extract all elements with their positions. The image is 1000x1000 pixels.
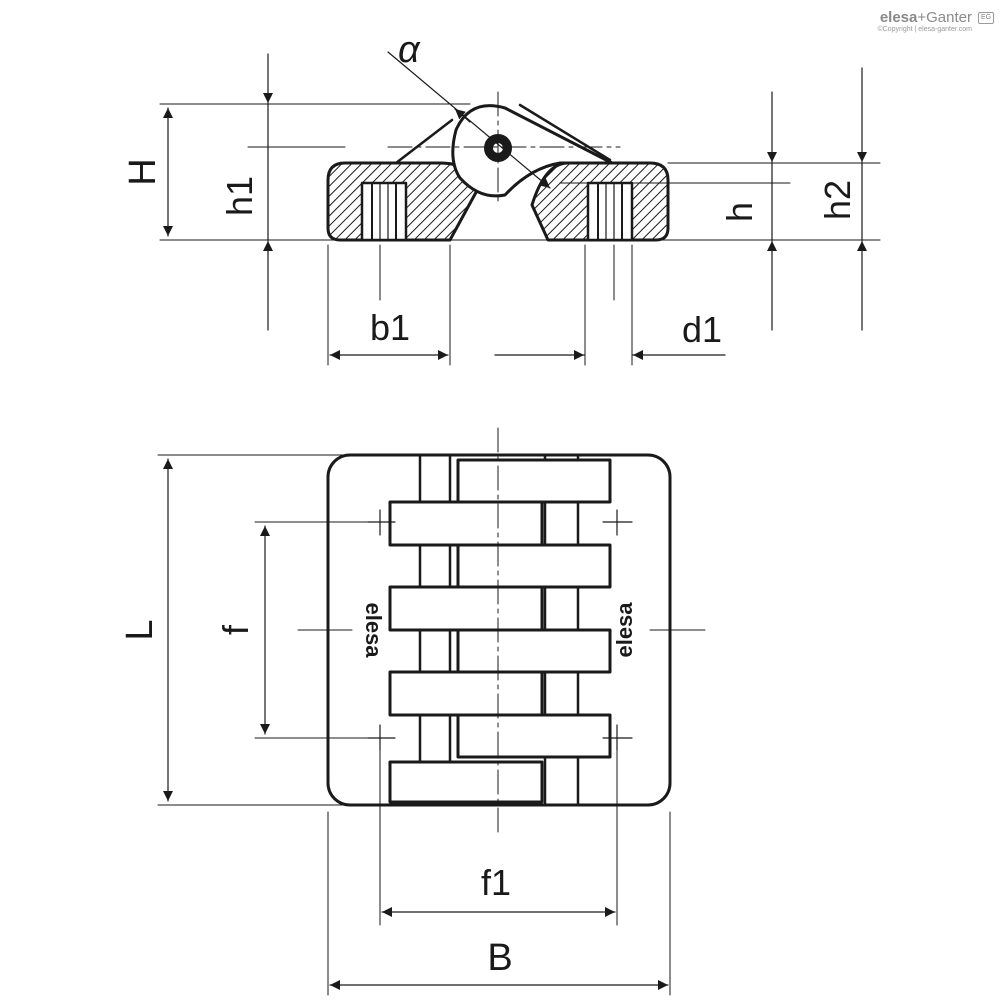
knuckle-right-2 (456, 543, 612, 589)
brand-logo: elesa+Ganter ©Copyright | elesa-ganter.c… (877, 10, 972, 33)
brand-badge: EG (978, 12, 994, 24)
knuckle-left-1 (388, 500, 544, 547)
knuckle-right-4 (456, 713, 612, 759)
label-B: B (487, 937, 512, 979)
label-b1: b1 (370, 307, 410, 348)
label-f: f (215, 624, 256, 635)
knuckle-right-3 (456, 628, 612, 674)
label-alpha: α (398, 29, 421, 71)
label-L: L (119, 619, 161, 640)
top-view (157, 427, 706, 996)
right-counterbore (586, 181, 634, 242)
hinge-knuckle (451, 104, 614, 198)
label-d1: d1 (682, 309, 722, 350)
knuckle-left-2 (388, 585, 544, 632)
alpha-leader (387, 51, 551, 189)
brand-copyright: ©Copyright | elesa-ganter.com (877, 26, 972, 33)
leaf-logo-left: elesa (361, 602, 386, 658)
knuckle-left-4 (388, 760, 544, 804)
brand-name-elesa: elesa (879, 9, 918, 26)
side-view (159, 51, 881, 366)
brand-name-ganter: +Ganter (917, 9, 972, 26)
label-h2: h2 (817, 180, 858, 220)
label-h1: h1 (219, 176, 260, 216)
label-h: h (719, 202, 760, 222)
label-f1: f1 (481, 862, 511, 903)
leaf-logo-right: elesa (612, 602, 637, 658)
label-H: H (122, 158, 164, 185)
left-counterbore (360, 181, 408, 242)
knuckle-right-1 (456, 458, 612, 504)
knuckle-left-3 (388, 670, 544, 717)
